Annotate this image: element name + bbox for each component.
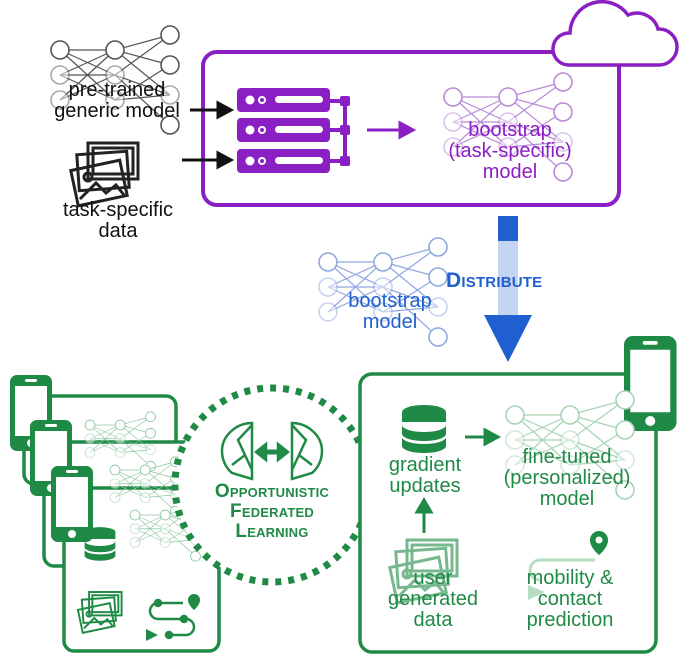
label-line: data [413,609,453,631]
server-rack-icon [237,88,350,173]
user-data-label: user generated data [378,568,488,631]
distribute-arrow-icon [484,315,532,362]
label-line: updates [389,475,461,497]
input-arrows [182,100,235,170]
federation-title: Opportunistic Federated Learning [192,482,352,542]
label-line: gradient [388,454,462,476]
mobility-label: mobility & contact prediction [505,568,635,631]
cloud-boundary [201,50,621,207]
server-to-model-arrow [367,120,417,140]
label-line: model [482,161,538,183]
label-line: generic model [54,100,180,122]
personalized-model-label: fine-tuned (personalized) model [492,447,642,510]
bootstrap-taskspecific-label: bootstrap (task-specific) model [430,120,590,183]
label-line: model [362,311,418,333]
label-line: (personalized) [503,467,631,489]
label-line: generated [387,588,479,610]
smartphone-icon [624,336,677,431]
label-line: pre-trained [68,79,166,101]
task-data-label: task-specific data [48,200,188,242]
distribute-section [318,216,532,362]
distribute-label: Distribute [446,269,543,292]
label-line: fine-tuned [522,446,612,468]
pretrained-model-label: pre-trained generic model [42,80,192,122]
label-line: prediction [526,609,614,631]
label-line: bootstrap [348,290,432,312]
bootstrap-model-label: bootstrap model [330,291,450,333]
cloud-section [50,0,679,208]
gradient-updates-label: gradient updates [370,455,480,497]
label-line: task-specific [62,199,174,221]
label-line: data [98,220,138,242]
gradient-to-model-arrow [465,427,502,447]
data-to-gradient-arrow [414,497,434,533]
label-line: (task-specific) [448,140,572,162]
label-line: Learning [235,520,309,542]
label-line: user [413,567,453,589]
label-line: contact [537,588,603,610]
label-line: mobility & [526,567,614,589]
route-pin-icon [146,594,200,641]
route-pin-icon [528,531,608,600]
task-data-images-icon [69,141,140,208]
label-line: bootstrap [468,119,552,141]
brains-exchange-icon [220,421,324,481]
label-line: Federated [230,500,314,522]
cloud-icon [551,0,679,67]
label-line: model [539,488,595,510]
label-line: Opportunistic [214,481,330,502]
